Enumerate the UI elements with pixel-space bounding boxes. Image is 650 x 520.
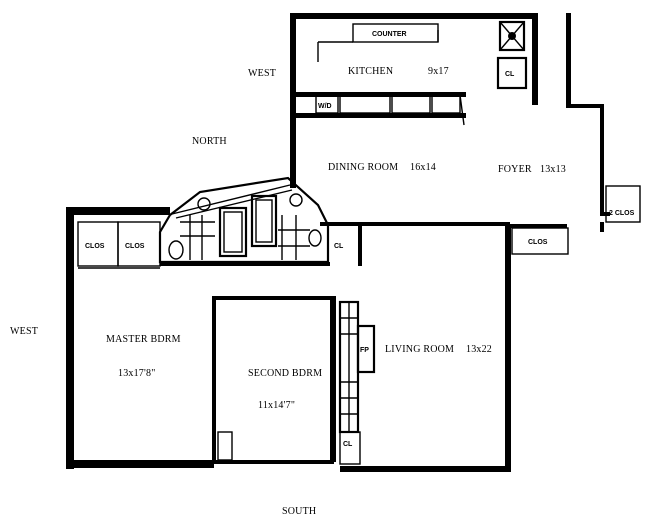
kitchen-cabinets <box>315 94 461 114</box>
compass-west-top: WEST <box>248 68 276 79</box>
second-bedroom-name: SECOND BDRM <box>248 368 322 379</box>
foyer-closet <box>505 224 569 255</box>
master-bedroom-size: 13x17'8" <box>118 368 155 379</box>
master-closet-label-2: CLOS <box>125 243 145 250</box>
compass-west-left: WEST <box>10 326 38 337</box>
second-bedroom-walls <box>214 296 336 464</box>
foyer-name: FOYER <box>498 164 532 175</box>
right-closet-label: 2 CLOS <box>609 210 635 217</box>
kitchen-name: KITCHEN <box>348 66 393 77</box>
bathroom <box>158 176 330 266</box>
living-room-walls <box>340 224 511 472</box>
fireplace-label: FP <box>360 347 369 354</box>
master-closet-label-1: CLOS <box>85 243 105 250</box>
second-bedroom-size: 11x14'7" <box>258 400 295 411</box>
washer-dryer-label: W/D <box>318 103 332 110</box>
master-bedroom-walls <box>66 207 330 469</box>
living-closet <box>339 431 361 465</box>
master-bedroom-name: MASTER BDRM <box>106 334 181 345</box>
stove-icon <box>498 20 526 52</box>
dining-room-size: 16x14 <box>410 162 436 173</box>
bath-closet-label: CL <box>334 243 344 250</box>
dining-walls <box>290 118 510 226</box>
kitchen-door-swing <box>459 94 465 126</box>
kitchen-closet <box>496 56 528 90</box>
bookshelf <box>338 300 360 434</box>
dining-room-name: DINING ROOM <box>328 162 398 173</box>
compass-south: SOUTH <box>282 506 316 517</box>
foyer-closet-label: CLOS <box>528 239 548 246</box>
counter-label: COUNTER <box>372 31 407 38</box>
kitchen-closet-label: CL <box>505 71 515 78</box>
living-room-size: 13x22 <box>466 344 492 355</box>
living-room-name: LIVING ROOM <box>385 344 454 355</box>
living-closet-label: CL <box>343 441 353 448</box>
kitchen-size: 9x17 <box>428 66 449 77</box>
foyer-walls <box>566 13 641 232</box>
compass-north: NORTH <box>192 136 227 147</box>
foyer-size: 13x13 <box>540 164 566 175</box>
kitchen-counter <box>317 23 439 62</box>
fireplace <box>356 324 376 374</box>
